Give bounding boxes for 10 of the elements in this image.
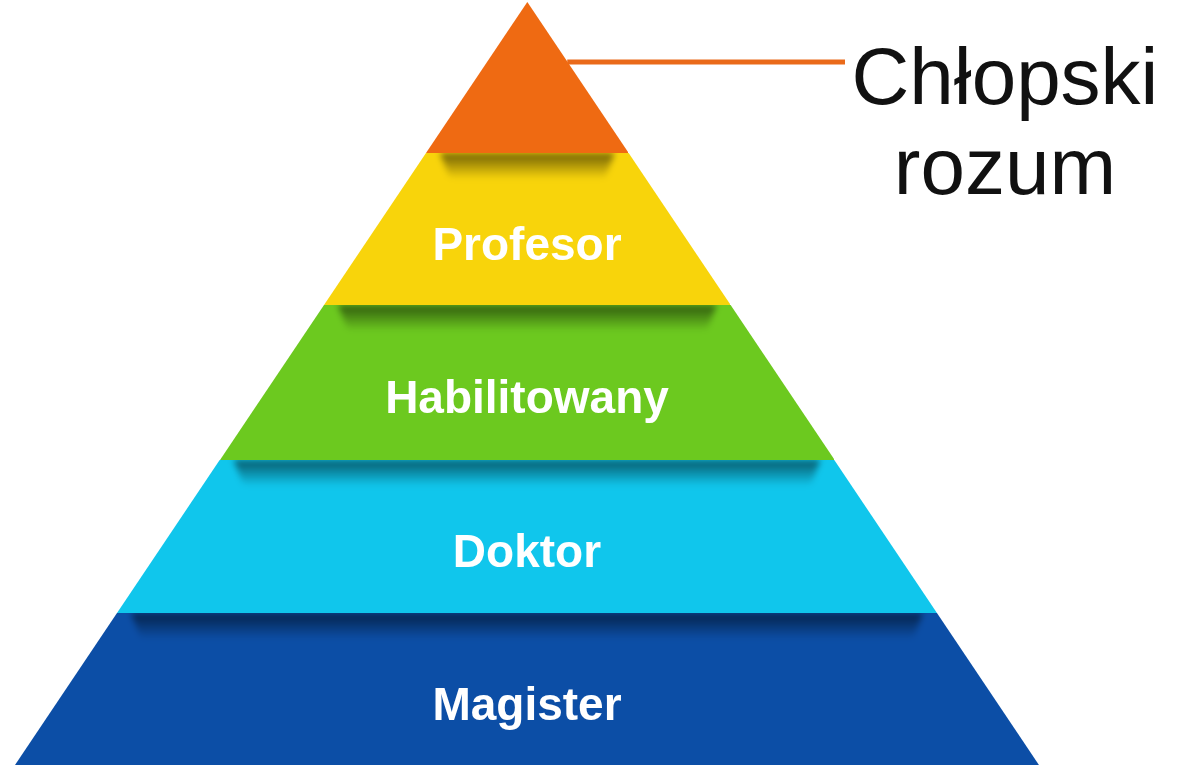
leader-line (567, 59, 845, 65)
pyramid-tier (117, 460, 937, 613)
tier-label: Doktor (452, 525, 602, 578)
tier-label: Habilitowany (385, 371, 669, 424)
callout-label: Chłopski rozum (845, 32, 1165, 212)
pyramid-tier (15, 613, 1039, 765)
tier-label: Profesor (432, 217, 622, 271)
pyramid-tier (323, 153, 731, 305)
pyramid-tier (219, 305, 835, 460)
tier-label: Magister (432, 677, 622, 731)
